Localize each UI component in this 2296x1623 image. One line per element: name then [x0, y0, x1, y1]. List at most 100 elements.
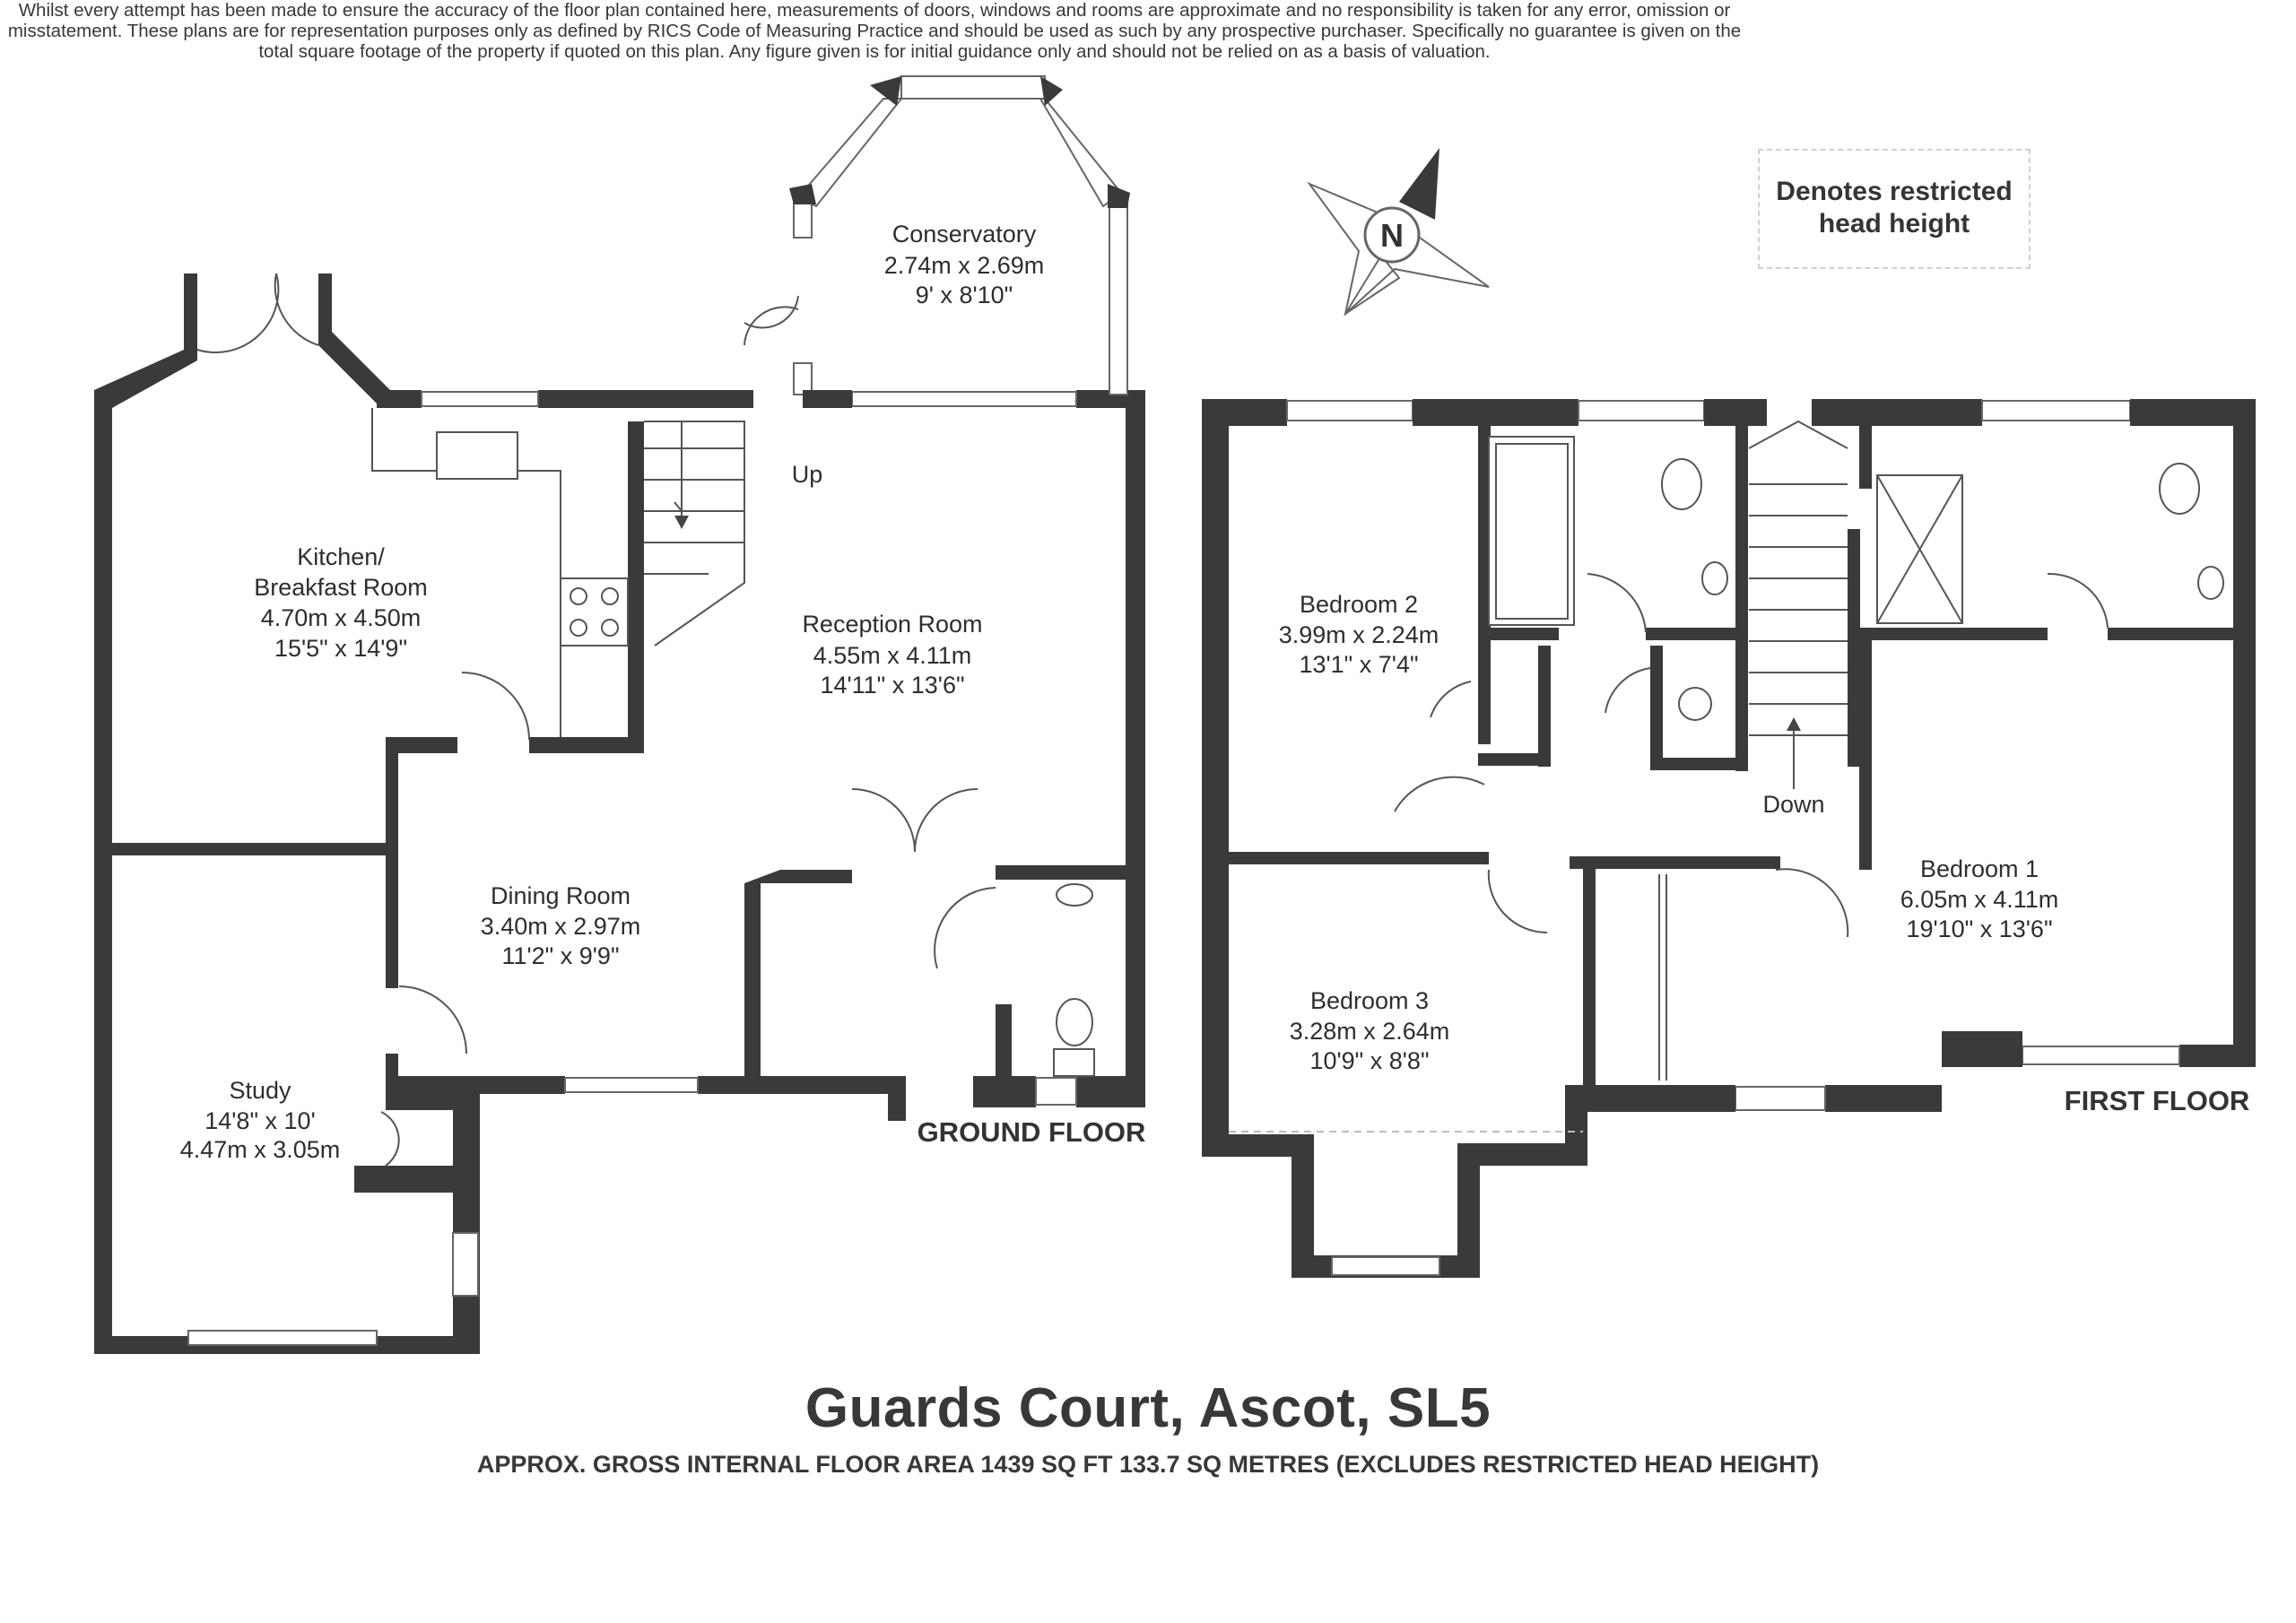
kitchen-north-wall-a [377, 390, 422, 408]
bed3-bay-west [1292, 1143, 1314, 1278]
stair-up-arrow [674, 516, 689, 529]
stair-east-wall [1848, 529, 1860, 767]
ff-north-wall-d [1812, 399, 1982, 426]
dining-south-wall-b [698, 1076, 888, 1094]
study-window [187, 1330, 378, 1346]
ff-west-wall [1202, 399, 1229, 1157]
disclaimer-text: Whilst every attempt has been made to en… [7, 0, 1742, 62]
conservatory-imperial: 9' x 8'10" [916, 282, 1013, 308]
kitchen-bay-left [94, 273, 197, 408]
ground-floor-plan [94, 75, 1145, 1354]
kitchen-bay-right [318, 273, 390, 404]
ff-south-wall-a [1942, 1031, 2022, 1067]
ground-floor-doors [196, 273, 996, 1167]
stair-down-arrow [1787, 717, 1801, 731]
ensuite-basin-icon [2197, 566, 2224, 600]
ground-floor-label: GROUND FLOOR [918, 1116, 1146, 1148]
legend-line2: head height [1818, 209, 1970, 239]
landing-south-wall [1570, 856, 1780, 869]
kitchen-name-line2: Breakfast Room [254, 574, 428, 601]
conservatory-name: Conservatory [892, 221, 1037, 247]
cupboard-west-wall [1538, 646, 1551, 767]
restricted-head-height-legend: Denotes restricted head height [1758, 149, 2031, 269]
airing-south-wall [1650, 758, 1744, 770]
compass-north-letter: N [1380, 217, 1404, 254]
landing-window [1735, 1086, 1826, 1111]
study-cupboard-wall [354, 1166, 480, 1193]
ff-south-east-wall [2179, 1045, 2256, 1067]
wc-basin-icon [1056, 883, 1093, 907]
reception-name: Reception Room [802, 611, 982, 638]
wc-west-wall [996, 1004, 1012, 1107]
wardrobe-doors [1658, 874, 1667, 1081]
north-pointer-icon [1399, 148, 1439, 220]
ff-south-wall-b [1825, 1085, 1942, 1112]
study-north-wall [386, 1094, 480, 1110]
property-title: Guards Court, Ascot, SL5 [804, 1377, 1492, 1439]
kitchen-south-wall-b [386, 737, 457, 753]
wc-cistern-icon [1053, 1048, 1095, 1077]
bathroom-basin-icon [1701, 561, 1728, 595]
staircase-first [1748, 420, 1848, 789]
kitchen-study-divider [112, 843, 386, 855]
first-floor-plan [1202, 399, 2256, 1278]
wc-window [1035, 1077, 1077, 1106]
conservatory-metric: 2.74m x 2.69m [884, 252, 1045, 279]
kitchen-north-wall-b [538, 390, 753, 408]
study-east-wall [453, 1094, 480, 1354]
study-name: Study [229, 1077, 291, 1104]
kitchen-metric: 4.70m x 4.50m [261, 604, 422, 631]
legend-line1: Denotes restricted [1776, 177, 2013, 206]
ff-east-wall [2233, 399, 2256, 1067]
study-imperial: 14'8" x 10' [204, 1107, 315, 1134]
bedroom3-imperial: 10'9" x 8'8" [1309, 1047, 1429, 1074]
bed2-east-wall [1478, 426, 1491, 744]
bed3-east-wall [1583, 856, 1596, 1089]
ensuite-south-wall-b [2108, 628, 2233, 640]
bath-icon [1488, 436, 1575, 626]
stairs-up-label: Up [792, 461, 823, 488]
sink-icon [436, 431, 518, 480]
bathroom-toilet-icon [1661, 458, 1702, 510]
staircase-ground [644, 421, 745, 647]
dining-metric: 3.40m x 2.97m [481, 913, 641, 940]
stairs-down-label: Down [1762, 791, 1824, 818]
bedroom3-name: Bedroom 3 [1310, 987, 1429, 1014]
dining-name: Dining Room [491, 882, 631, 909]
cupboard-south-stub [888, 1076, 906, 1121]
first-floor-doors [1394, 572, 2109, 938]
conservatory-bay [789, 75, 1130, 408]
bed3-window [1331, 1256, 1440, 1276]
bedroom3-metric: 3.28m x 2.64m [1290, 1018, 1450, 1045]
bedroom1-name: Bedroom 1 [1920, 855, 2039, 882]
reception-east-wall [1126, 390, 1145, 1107]
ensuite-toilet-icon [2159, 463, 2200, 515]
study-east-window [452, 1232, 479, 1297]
airing-west-wall [1650, 646, 1663, 767]
ff-north-wall-b [1413, 399, 1578, 426]
dining-west-wall [386, 737, 398, 988]
hob-icon [560, 577, 629, 647]
room-labels: Conservatory 2.74m x 2.69m 9' x 8'10" Ki… [180, 221, 2250, 1163]
first-floor-label: FIRST FLOOR [2065, 1085, 2250, 1116]
dining-imperial: 11'2" x 9'9" [501, 942, 619, 969]
kitchen-imperial: 15'5" x 14'9" [274, 635, 407, 662]
kitchen-name-line1: Kitchen/ [297, 543, 385, 570]
kitchen-west-wall [94, 390, 112, 1350]
airing-north-wall [1646, 628, 1740, 640]
cupboard-walls [744, 870, 852, 1076]
kitchen-units [371, 408, 629, 737]
cupboard-south-wall [1478, 753, 1551, 766]
wc-toilet-icon [1056, 998, 1093, 1046]
ensuite-south-wall [1859, 628, 2048, 640]
bedroom1-metric: 6.05m x 4.11m [1900, 886, 2059, 913]
bed2-bed3-wall [1229, 852, 1489, 864]
reception-imperial: 14'11" x 13'6" [820, 672, 964, 699]
study-metric: 4.47m x 3.05m [180, 1136, 341, 1163]
bath-window [1578, 400, 1705, 421]
reception-metric: 4.55m x 4.11m [813, 642, 972, 669]
kitchen-south-wall-a [529, 737, 644, 753]
bed1-window [2022, 1046, 2180, 1065]
bedroom2-name: Bedroom 2 [1300, 591, 1418, 618]
